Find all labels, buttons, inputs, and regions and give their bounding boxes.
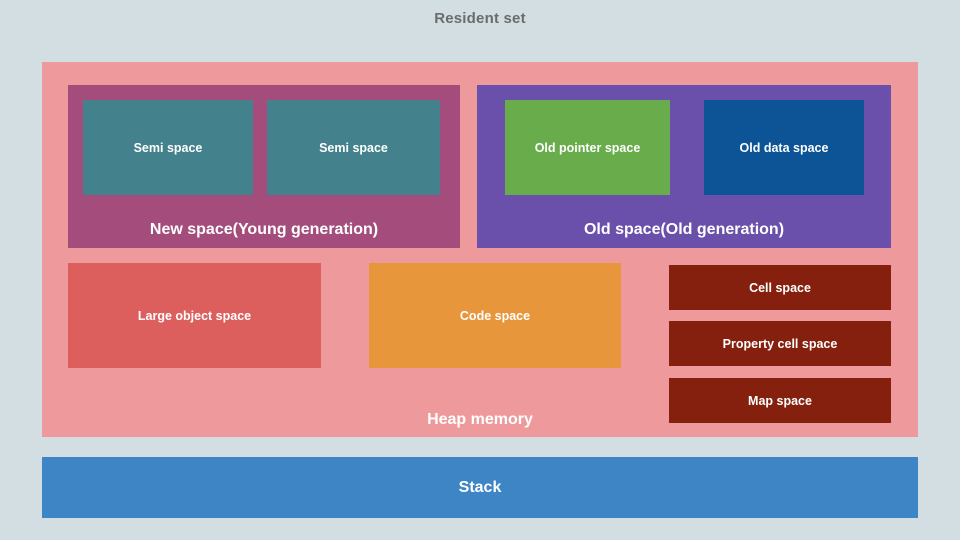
semi-space-box-2: Semi space — [267, 100, 440, 195]
old-pointer-space-label: Old pointer space — [534, 140, 641, 155]
map-space-label: Map space — [748, 393, 812, 408]
old-space-label: Old space(Old generation) — [583, 221, 785, 238]
stack-label: Stack — [458, 478, 502, 496]
large-object-space-label: Large object space — [137, 308, 252, 323]
semi-space-label-2: Semi space — [319, 140, 388, 155]
code-space-box: Code space — [369, 263, 621, 368]
property-cell-space-label: Property cell space — [722, 336, 838, 351]
cell-space-label: Cell space — [749, 280, 811, 295]
page-title: Resident set — [434, 10, 526, 27]
semi-space-box-1: Semi space — [83, 100, 253, 195]
old-data-space-label: Old data space — [739, 140, 829, 155]
new-space-label: New space(Young generation) — [149, 221, 379, 238]
cell-space-box: Cell space — [669, 265, 891, 310]
large-object-space-box: Large object space — [68, 263, 321, 368]
stack-box: Stack — [42, 457, 918, 518]
heap-memory-label: Heap memory — [427, 411, 533, 428]
semi-space-label-1: Semi space — [133, 140, 203, 155]
map-space-box: Map space — [669, 378, 891, 423]
property-cell-space-box: Property cell space — [669, 321, 891, 366]
old-pointer-space-box: Old pointer space — [505, 100, 670, 195]
code-space-label: Code space — [459, 308, 531, 323]
old-data-space-box: Old data space — [704, 100, 864, 195]
